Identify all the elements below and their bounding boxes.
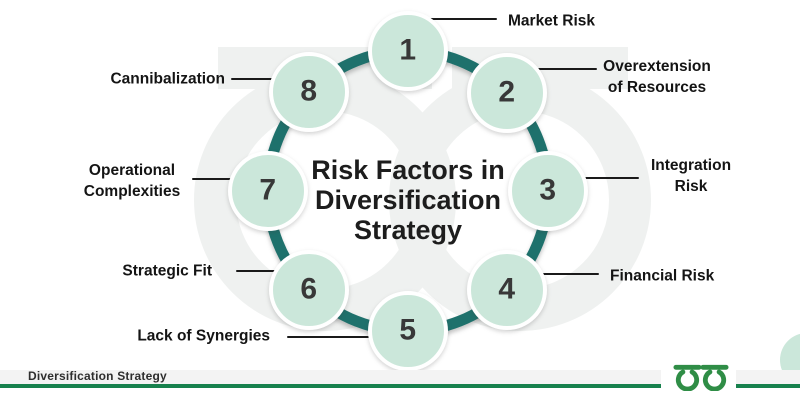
connector-lines xyxy=(192,18,639,338)
factor-label-strategic-fit: Strategic Fit xyxy=(122,262,212,280)
factor-label-financial-risk: Financial Risk xyxy=(610,267,715,285)
factor-number-6: 6 xyxy=(300,272,318,306)
footer-bar-left xyxy=(0,383,661,388)
factor-circle-6 xyxy=(269,250,349,330)
factor-number-5: 5 xyxy=(399,313,417,347)
factor-circle-7 xyxy=(228,151,308,231)
factor-circle-5 xyxy=(368,291,448,371)
factor-circle-8 xyxy=(269,52,349,132)
factor-number-3: 3 xyxy=(539,173,557,207)
factor-label-lack-of-synergies: Lack of Synergies xyxy=(137,327,270,345)
factor-number-7: 7 xyxy=(259,173,277,207)
factor-label-overextension: Overextension of Resources xyxy=(603,58,711,96)
factor-number-8: 8 xyxy=(300,74,318,108)
factor-circle-2 xyxy=(467,53,547,133)
diagram-title: Risk Factors in Diversification Strategy xyxy=(311,155,505,245)
factor-label-cannibalization: Cannibalization xyxy=(110,70,225,88)
factor-number-1: 1 xyxy=(399,33,417,67)
footer-strip-left xyxy=(0,370,661,384)
factor-number-4: 4 xyxy=(498,272,516,306)
geeksforgeeks-logo-icon xyxy=(673,364,729,391)
factor-number-2: 2 xyxy=(498,75,516,109)
footer-caption: Diversification Strategy xyxy=(28,369,167,383)
factor-label-operational-complexities: Operational Complexities xyxy=(83,162,181,200)
footer-bar-right xyxy=(736,383,800,388)
factor-circle-1 xyxy=(368,11,448,91)
factor-label-market-risk: Market Risk xyxy=(508,12,596,30)
factor-circles xyxy=(228,11,588,371)
factor-circle-3 xyxy=(508,151,588,231)
factor-label-integration-risk: Integration Risk xyxy=(650,157,732,195)
factor-circle-4 xyxy=(467,250,547,330)
footer-strip-right xyxy=(736,370,800,384)
